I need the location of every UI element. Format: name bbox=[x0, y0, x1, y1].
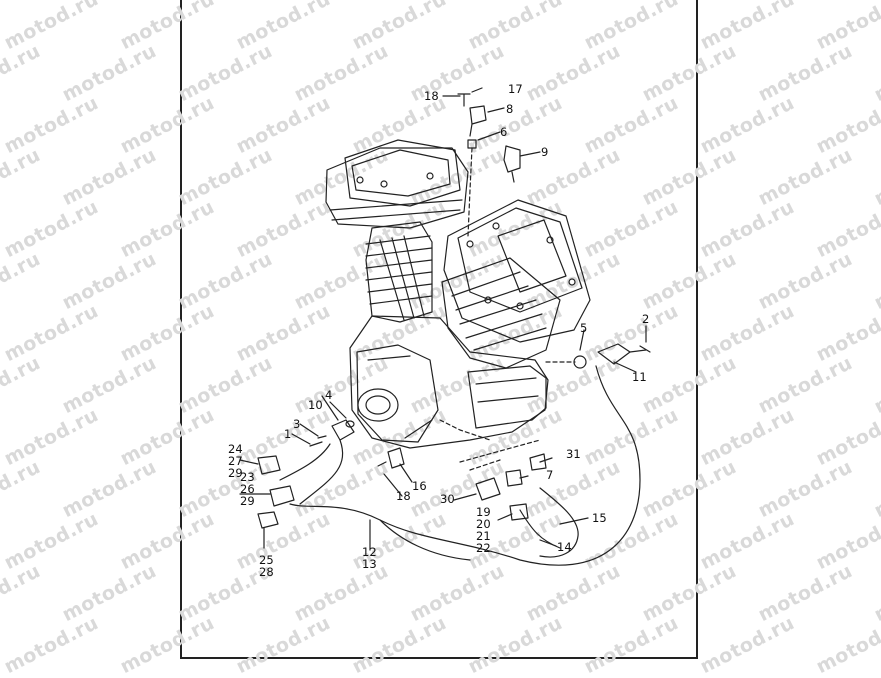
part-16 bbox=[387, 447, 405, 469]
rear-cylinder bbox=[365, 221, 433, 323]
harness-main bbox=[289, 365, 641, 566]
callout-1: 1 bbox=[284, 427, 292, 441]
callout-4: 4 bbox=[325, 388, 333, 402]
callout-25: 25 bbox=[259, 553, 274, 567]
callout-29a: 29 bbox=[228, 466, 243, 480]
connector-23 bbox=[269, 485, 295, 507]
callout-11: 11 bbox=[632, 370, 647, 384]
callout-28: 28 bbox=[259, 565, 274, 579]
callout-5: 5 bbox=[580, 321, 588, 335]
part-30 bbox=[475, 477, 501, 501]
callout-21: 21 bbox=[476, 529, 491, 543]
part-19 bbox=[509, 503, 529, 521]
callout-23-26-29: 23 26 29 bbox=[240, 471, 255, 507]
callout-18-top: 18 bbox=[424, 89, 439, 103]
harness-branch bbox=[299, 439, 344, 505]
callout-6: 6 bbox=[500, 125, 508, 139]
part-10 bbox=[331, 419, 355, 441]
front-rocker-box bbox=[457, 207, 583, 313]
callout-15: 15 bbox=[592, 511, 607, 525]
callout-7: 7 bbox=[546, 468, 554, 482]
sensor-11 bbox=[597, 343, 631, 365]
callout-14: 14 bbox=[557, 540, 572, 554]
cam-cover bbox=[356, 344, 439, 443]
callout-31: 31 bbox=[566, 447, 581, 461]
callout-25-28: 25 28 bbox=[259, 554, 274, 578]
callout-22: 22 bbox=[476, 541, 491, 555]
callout-17: 17 bbox=[508, 82, 523, 96]
callout-26: 26 bbox=[240, 482, 255, 496]
callout-19: 19 bbox=[476, 505, 491, 519]
connector-24 bbox=[257, 455, 281, 475]
callout-12: 12 bbox=[362, 545, 377, 559]
callout-2: 2 bbox=[642, 312, 650, 326]
callout-29b: 29 bbox=[240, 494, 255, 508]
part-31 bbox=[529, 453, 547, 471]
sensor-9 bbox=[503, 145, 521, 173]
connector-25 bbox=[257, 511, 279, 529]
callout-10: 10 bbox=[308, 398, 323, 412]
callout-3: 3 bbox=[293, 417, 301, 431]
callout-16: 16 bbox=[412, 479, 427, 493]
sensor-8 bbox=[469, 105, 487, 125]
callout-30: 30 bbox=[440, 492, 455, 506]
callout-23: 23 bbox=[240, 470, 255, 484]
callout-12-13: 12 13 bbox=[362, 546, 377, 570]
callout-20: 20 bbox=[476, 517, 491, 531]
crankcase bbox=[349, 315, 549, 449]
part-7 bbox=[505, 469, 523, 487]
pushrod-tubes bbox=[379, 235, 425, 321]
callout-18-bottom: 18 bbox=[396, 489, 411, 503]
callout-27: 27 bbox=[228, 454, 243, 468]
callout-9: 9 bbox=[541, 145, 549, 159]
rear-head bbox=[325, 147, 469, 229]
callout-13: 13 bbox=[362, 557, 377, 571]
callout-24: 24 bbox=[228, 442, 243, 456]
front-head bbox=[443, 199, 591, 343]
engine-exploded-diagram bbox=[239, 87, 651, 566]
cam-cover-boss bbox=[357, 388, 399, 422]
front-cylinder bbox=[441, 257, 561, 369]
starter bbox=[467, 365, 547, 429]
rear-rocker-box bbox=[344, 139, 461, 207]
callout-19-22: 19 20 21 22 bbox=[476, 506, 491, 554]
callout-24-27-29: 24 27 29 bbox=[228, 443, 243, 479]
callout-8: 8 bbox=[506, 102, 514, 116]
